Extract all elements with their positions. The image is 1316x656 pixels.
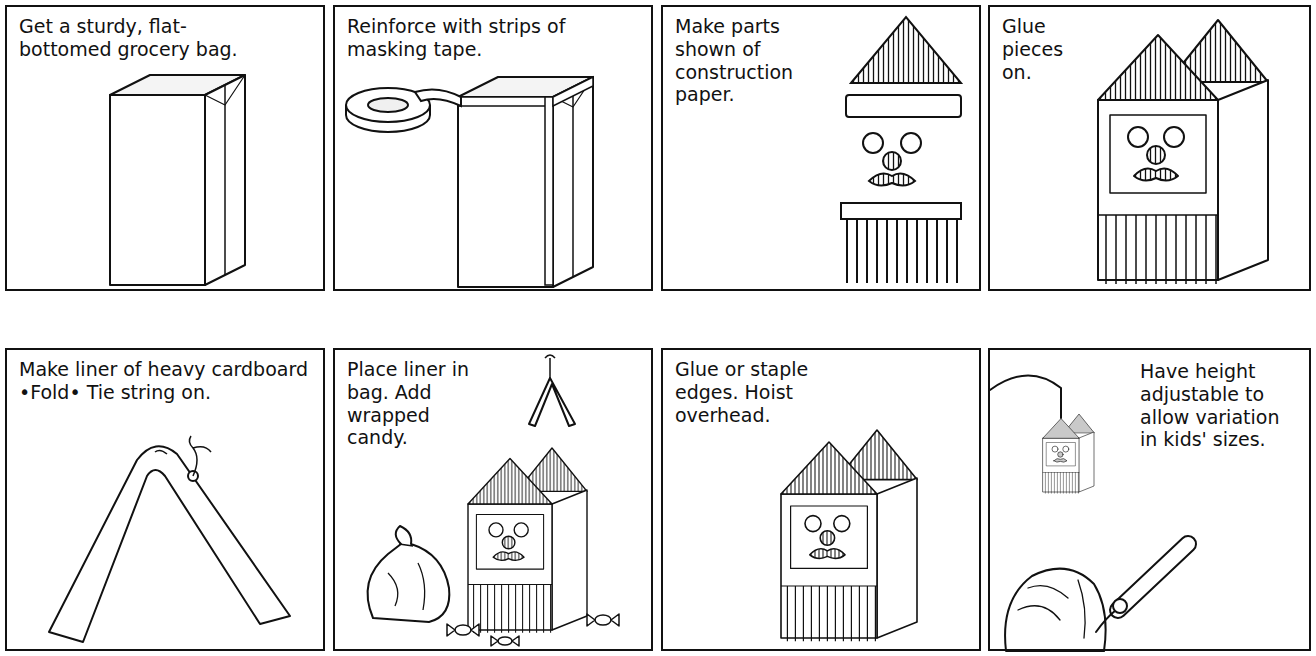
- instruction-panel: Make liner of heavy cardboard •Fold• Tie…: [5, 348, 325, 651]
- wrapped-candy-part: [455, 625, 471, 635]
- hat-band: [846, 95, 961, 117]
- bat: [1118, 544, 1188, 610]
- instruction-panel: Glue or staple edges. Hoist overhead.: [661, 348, 981, 651]
- tape-strip-part: [553, 77, 593, 106]
- decorated-bag: [1098, 20, 1268, 284]
- nose: [883, 152, 901, 170]
- tape-roll-part: [368, 98, 408, 112]
- candy-bag: [368, 526, 450, 622]
- decorated-bag: [781, 430, 917, 641]
- bat-outline: [1118, 544, 1188, 610]
- wrapped-candy-part: [587, 614, 619, 626]
- instruction-panel: Glue pieces on.: [988, 5, 1311, 291]
- liner-picture: [49, 436, 290, 642]
- instruction-panel: Place liner in bag. Add wrapped candy.: [333, 348, 653, 651]
- panel-caption: Make liner of heavy cardboard •Fold• Tie…: [19, 358, 309, 404]
- tape-roll: [346, 88, 461, 132]
- child-head: [1005, 569, 1106, 651]
- cardboard-liner: [49, 446, 290, 642]
- string: [549, 358, 551, 378]
- fringe: [841, 203, 961, 283]
- grocery-bag: [458, 77, 593, 287]
- eye: [901, 133, 921, 153]
- small-liner: [529, 378, 575, 426]
- parts-picture: [841, 17, 961, 283]
- instruction-panel: Have height adjustable to allow variatio…: [988, 348, 1311, 651]
- tape-strip: [458, 77, 593, 285]
- finished-picture: [781, 430, 917, 641]
- fold-line: [155, 450, 167, 454]
- mustache: [869, 173, 915, 185]
- grocery-bag: [110, 75, 245, 285]
- panel-caption: Glue pieces on.: [1002, 15, 1088, 83]
- arm: [1096, 610, 1116, 632]
- decorated-bag: [1043, 414, 1094, 493]
- instruction-panel: Make parts shown of construction paper.: [661, 5, 981, 291]
- tape-strip-part: [545, 97, 553, 285]
- instruction-panel: Get a sturdy, flat-bottomed grocery bag.: [5, 5, 325, 291]
- candy-bag-wrinkles: [388, 544, 425, 610]
- panel-caption: Have height adjustable to allow variatio…: [1140, 360, 1300, 451]
- decorated-bag: [468, 448, 587, 633]
- panel-caption: Place liner in bag. Add wrapped candy.: [347, 358, 469, 449]
- eye: [863, 133, 883, 153]
- wrapped-candy: [447, 614, 619, 646]
- wrapped-candy-part: [447, 624, 479, 636]
- hand: [1113, 599, 1127, 613]
- wrapped-candy-part: [498, 637, 512, 645]
- panel-caption: Get a sturdy, flat-bottomed grocery bag.: [19, 15, 269, 61]
- tape-strip-part: [458, 97, 553, 106]
- hat-triangle: [851, 17, 961, 83]
- tape-roll-part: [415, 89, 461, 106]
- wrapped-candy-part: [595, 615, 611, 625]
- bag-picture: [110, 75, 245, 285]
- string-knot: [545, 355, 555, 358]
- string: [189, 436, 211, 476]
- wrapped-candy-part: [491, 636, 519, 646]
- panel-caption: Glue or staple edges. Hoist overhead.: [675, 358, 865, 426]
- decorated-bag-picture: [1098, 20, 1268, 284]
- hanging-string: [990, 375, 1061, 418]
- instruction-panel: Reinforce with strips of masking tape.: [333, 5, 653, 291]
- panel-caption: Make parts shown of construction paper.: [675, 15, 815, 106]
- hair-lines: [1018, 580, 1085, 638]
- panel-caption: Reinforce with strips of masking tape.: [347, 15, 627, 61]
- tape-picture: [346, 77, 593, 287]
